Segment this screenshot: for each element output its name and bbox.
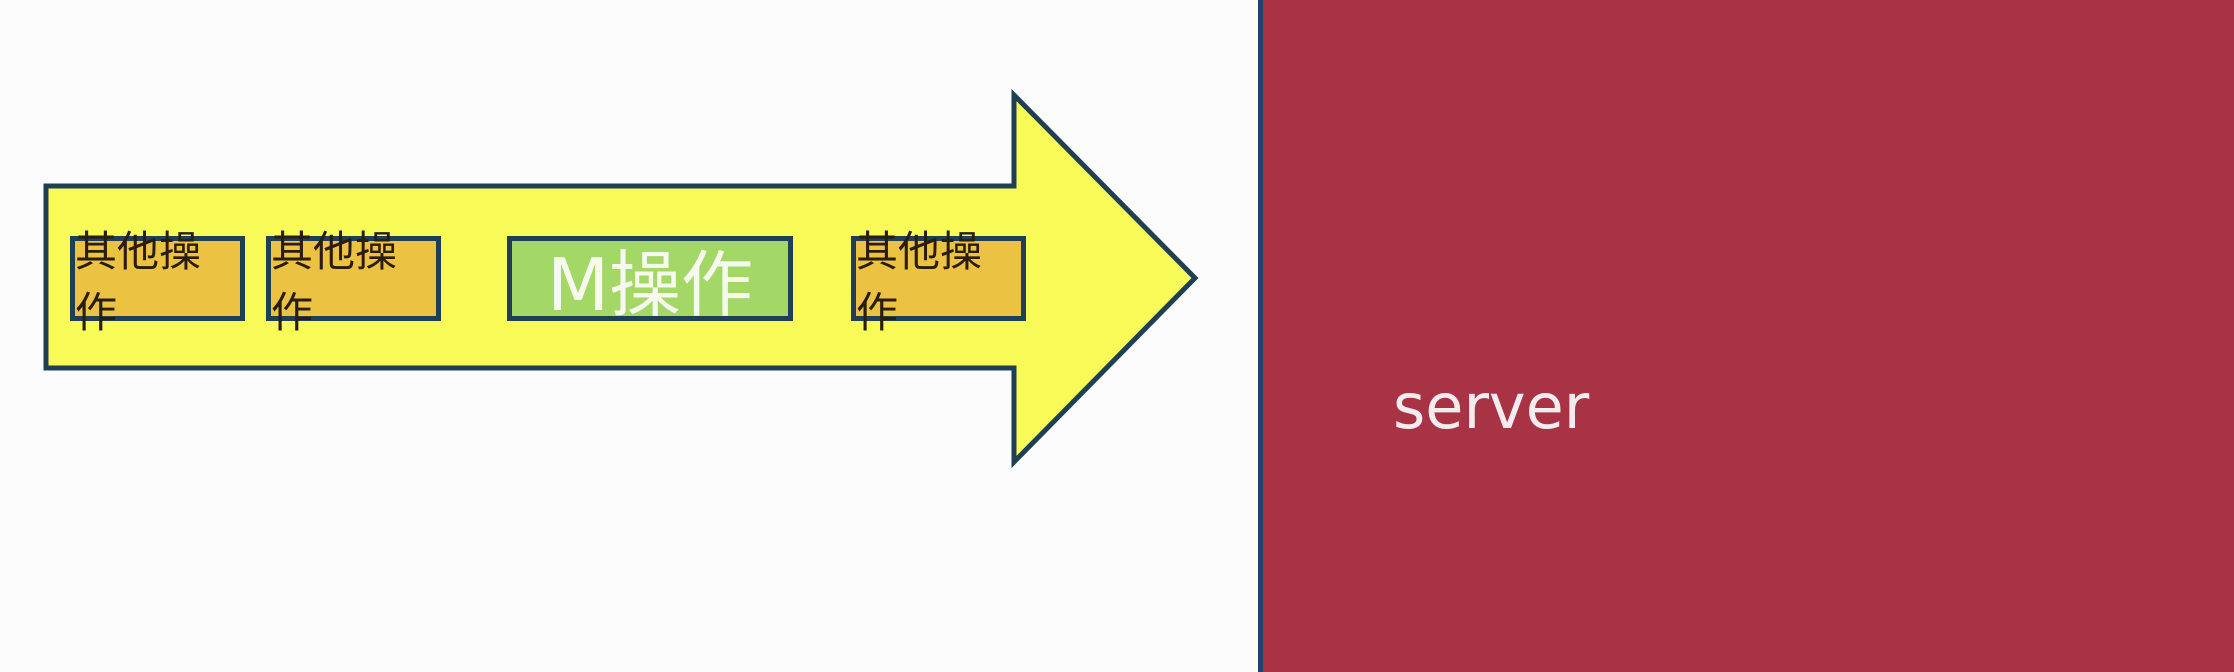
- server-label: server: [1393, 370, 1590, 443]
- other-operation-label: 其他操作: [856, 226, 983, 337]
- m-operation-box: M操作: [507, 236, 793, 327]
- m-operation-label: M操作: [546, 243, 754, 327]
- server-block: server: [1258, 0, 2234, 672]
- other-operation-box-3: 其他操作: [851, 227, 1026, 337]
- other-operation-box-1: 其他操作: [70, 227, 245, 337]
- other-operation-box-2: 其他操作: [266, 227, 441, 337]
- other-operation-label: 其他操作: [271, 226, 398, 337]
- other-operation-label: 其他操作: [75, 226, 202, 337]
